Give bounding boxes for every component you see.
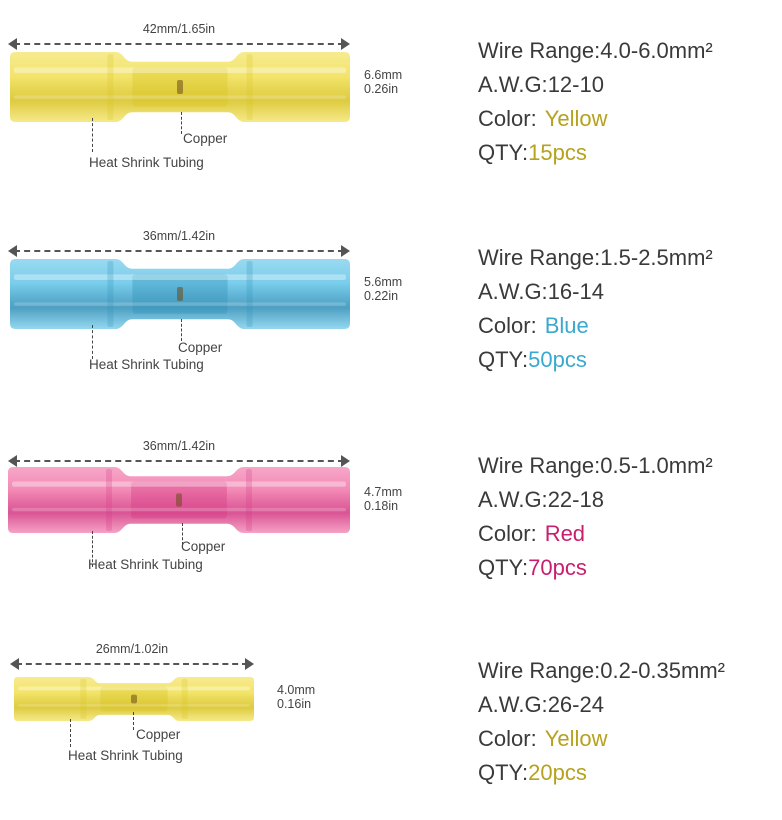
spec-block: Wire Range:0.2-0.35mm² A.W.G:26-24 Color… (478, 654, 725, 790)
awg-row: A.W.G:16-14 (478, 279, 604, 304)
yellow-small-connector-tube-image (14, 677, 254, 721)
color-row: Color:Yellow (478, 726, 608, 751)
copper-label: Copper (178, 340, 223, 355)
length-label: 36mm/1.42in (142, 439, 216, 453)
qty-row: QTY:70pcs (478, 555, 587, 580)
spec-block: Wire Range:4.0-6.0mm² A.W.G:12-10 Color:… (478, 34, 713, 170)
length-dimension: 36mm/1.42in (8, 229, 350, 258)
heat-shrink-leader (92, 325, 93, 359)
heat-shrink-leader (70, 719, 71, 747)
awg-row: A.W.G:12-10 (478, 72, 604, 97)
connector-item-4: 26mm/1.02in 4.0mm 0.16in Copper Heat Shr… (0, 620, 782, 820)
diameter-label: 4.7mm 0.18in (364, 485, 402, 513)
awg-row: A.W.G:26-24 (478, 692, 604, 717)
heat-shrink-label: Heat Shrink Tubing (89, 155, 204, 170)
connector-item-2: 36mm/1.42in 5.6mm 0.22in Copper Heat Shr… (0, 207, 782, 407)
qty-row: QTY:15pcs (478, 140, 587, 165)
heat-shrink-label: Heat Shrink Tubing (89, 357, 204, 372)
diameter-mm: 4.0mm (277, 683, 316, 697)
copper-leader (182, 523, 183, 545)
spec-block: Wire Range:1.5-2.5mm² A.W.G:16-14 Color:… (478, 241, 713, 377)
length-label: 42mm/1.65in (142, 22, 216, 36)
diameter-in: 0.16in (277, 697, 312, 711)
connector-item-3: 36mm/1.42in 4.7mm 0.18in Copper Heat Shr… (0, 415, 782, 615)
diameter-mm: 6.6mm (364, 68, 403, 82)
heat-shrink-leader (92, 118, 93, 152)
awg-row: A.W.G:22-18 (478, 487, 604, 512)
color-row: Color:Red (478, 521, 586, 546)
diameter-label: 6.6mm 0.26in (364, 68, 402, 96)
color-row: Color:Blue (478, 313, 589, 338)
heat-shrink-label: Heat Shrink Tubing (68, 748, 183, 763)
length-label: 36mm/1.42in (142, 229, 216, 243)
length-dimension: 36mm/1.42in (8, 439, 350, 468)
diameter-in: 0.18in (364, 499, 399, 513)
copper-label: Copper (136, 727, 181, 742)
blue-connector-tube-image (10, 259, 350, 329)
length-dimension: 26mm/1.02in (10, 642, 254, 671)
length-label: 26mm/1.02in (95, 642, 169, 656)
wire-range-row: Wire Range:0.5-1.0mm² (478, 453, 713, 478)
copper-label: Copper (181, 539, 226, 554)
diameter-label: 5.6mm 0.22in (364, 275, 402, 303)
diameter-mm: 5.6mm (364, 275, 403, 289)
copper-label: Copper (183, 131, 228, 146)
copper-leader (133, 712, 134, 730)
diameter-mm: 4.7mm (364, 485, 403, 499)
connector-item-1: 42mm/1.65in 6.6mm 0.26in Copper Heat Shr… (0, 0, 782, 200)
wire-range-row: Wire Range:1.5-2.5mm² (478, 245, 713, 270)
spec-block: Wire Range:0.5-1.0mm² A.W.G:22-18 Color:… (478, 449, 713, 585)
wire-range-row: Wire Range:4.0-6.0mm² (478, 38, 713, 63)
diameter-in: 0.22in (364, 289, 399, 303)
heat-shrink-leader (92, 531, 93, 567)
qty-row: QTY:20pcs (478, 760, 587, 785)
qty-row: QTY:50pcs (478, 347, 587, 372)
length-dimension: 42mm/1.65in (8, 22, 350, 51)
copper-leader (181, 319, 182, 341)
wire-range-row: Wire Range:0.2-0.35mm² (478, 658, 725, 683)
copper-leader (181, 112, 182, 134)
heat-shrink-label: Heat Shrink Tubing (88, 557, 203, 572)
yellow-connector-tube-image (10, 52, 350, 122)
red-connector-tube-image (8, 467, 350, 533)
diameter-label: 4.0mm 0.16in (277, 683, 315, 711)
color-row: Color:Yellow (478, 106, 608, 131)
diameter-in: 0.26in (364, 82, 399, 96)
